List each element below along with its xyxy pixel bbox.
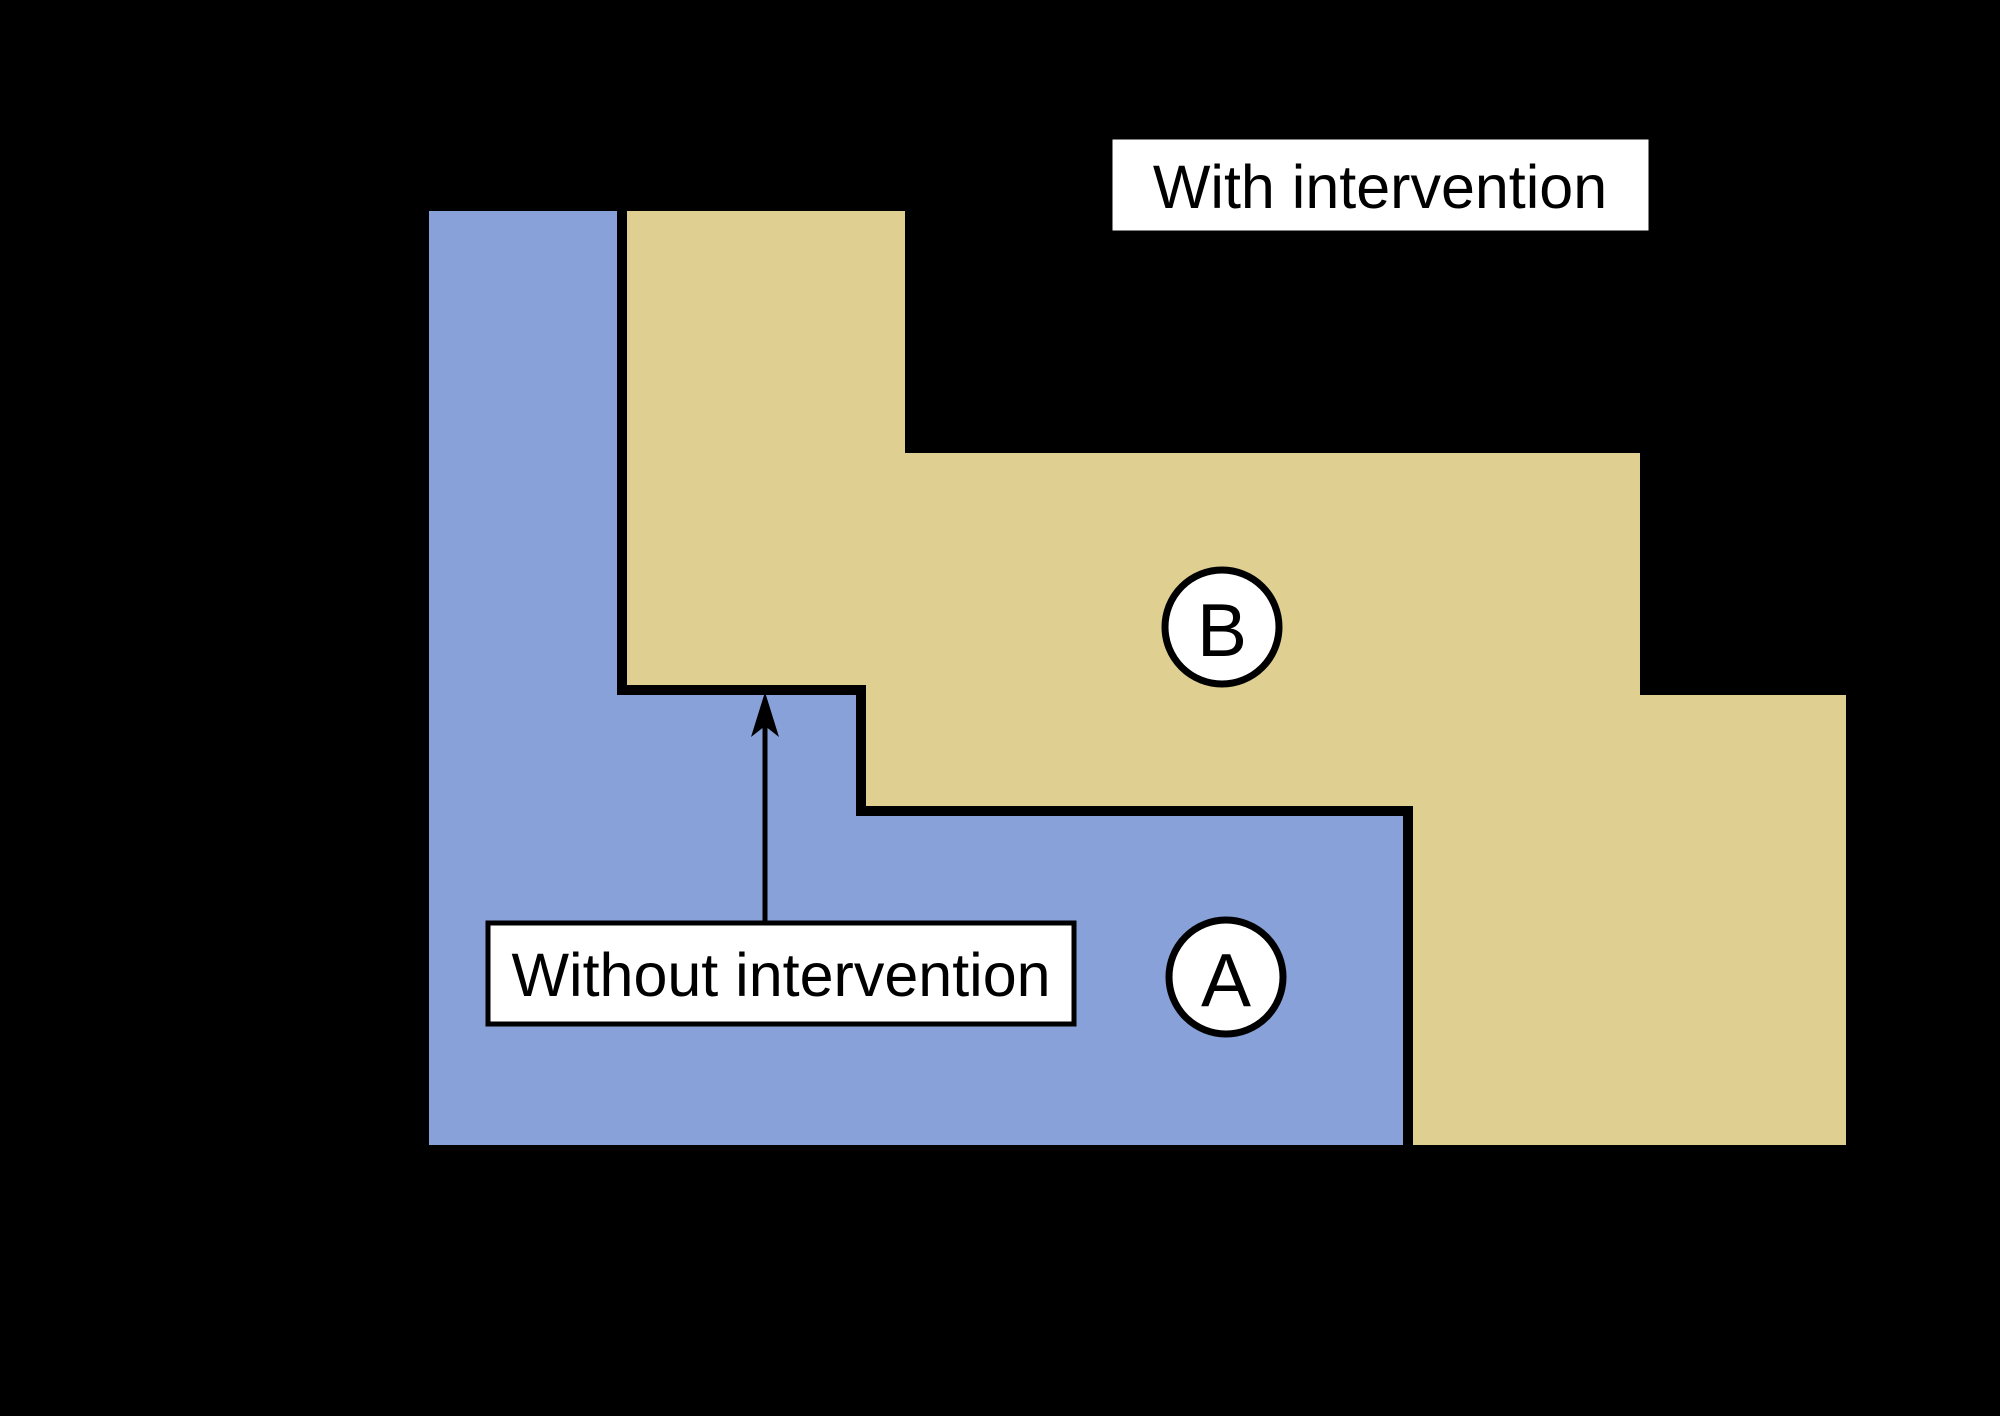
marker-b-group: B xyxy=(1161,566,1283,688)
area-without-intervention xyxy=(429,206,1408,1145)
marker-a-label: A xyxy=(1201,938,1251,1022)
with-intervention-label-group: With intervention xyxy=(1107,134,1654,236)
with-intervention-label: With intervention xyxy=(1153,153,1607,221)
marker-b-circle xyxy=(1161,566,1283,688)
marker-a-circle xyxy=(1165,916,1287,1038)
with-intervention-label-box xyxy=(1107,134,1654,236)
without-intervention-label: Without intervention xyxy=(511,941,1050,1009)
curve-with-intervention xyxy=(622,201,1856,1145)
without-intervention-label-group: Without intervention xyxy=(485,920,1077,1027)
without-intervention-label-box xyxy=(485,920,1077,1027)
marker-a-group: A xyxy=(1165,916,1287,1038)
arrow-up-icon xyxy=(751,692,779,737)
marker-b-label: B xyxy=(1197,588,1247,672)
